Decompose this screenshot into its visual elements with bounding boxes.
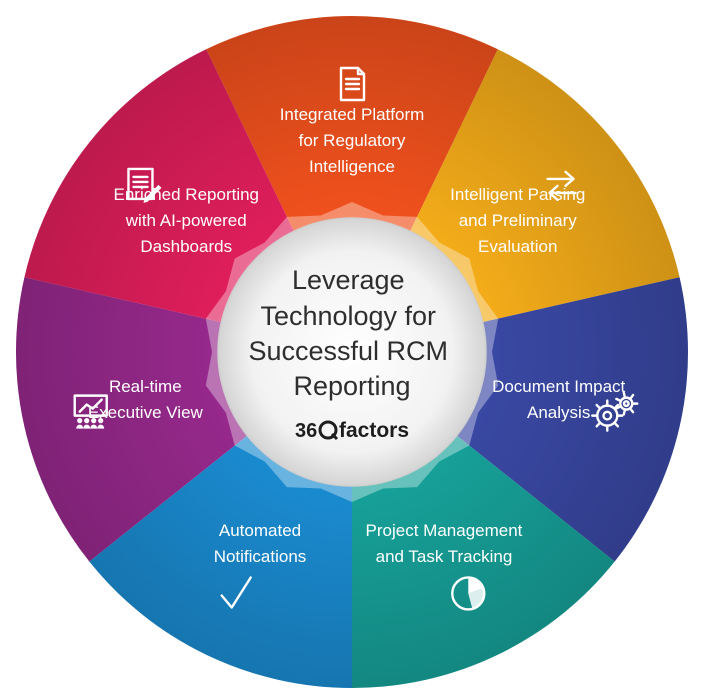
segment-label-line: Executive View (88, 403, 204, 422)
pie-chart-icon (451, 576, 486, 611)
segment-label-line: Intelligence (309, 157, 395, 176)
center-title-line: Leverage (292, 265, 405, 295)
segment-label-line: Document Impact (492, 377, 625, 396)
segment-label-line: and Task Tracking (376, 547, 513, 566)
segment-icons (73, 66, 639, 611)
edit-document-icon (127, 167, 162, 203)
segment-label-line: Dashboards (140, 237, 232, 256)
center-title-line: Technology for (260, 301, 436, 331)
center-title-line: Reporting (293, 371, 410, 401)
center-hub: Leverage Technology for Successful RCM R… (205, 202, 499, 502)
brand-logo: 36 factors (295, 419, 409, 442)
segment-label-line: Integrated Platform (280, 105, 425, 124)
segment-label-line: Analysis (527, 403, 590, 422)
gears-icon (591, 391, 639, 432)
presentation-board-icon (73, 394, 108, 429)
center-title-line: Successful RCM (248, 336, 448, 366)
segment-label-line: and Preliminary (459, 211, 578, 230)
segment-label-line: Intelligent Parsing (450, 185, 585, 204)
segment-label-line: Project Management (366, 521, 523, 540)
brand-word: factors (339, 419, 409, 442)
segment-label-project-management: Project Management and Task Tracking (366, 521, 523, 566)
center-title: Leverage Technology for Successful RCM R… (248, 265, 455, 401)
segment-label-line: with AI-powered (125, 211, 247, 230)
brand-prefix: 36 (295, 420, 317, 442)
segment-label-line: Notifications (214, 547, 307, 566)
swap-arrows-icon (546, 170, 577, 202)
document-icon (339, 66, 366, 102)
brand-q-tail (330, 432, 339, 441)
segment-label-line: Automated (219, 521, 301, 540)
segment-label-line: Evaluation (478, 237, 557, 256)
hub-disc (217, 217, 487, 487)
segment-label-line: for Regulatory (299, 131, 406, 150)
segment-label-line: Real-time (109, 377, 182, 396)
checkmark-icon (220, 576, 252, 609)
brand-q-mark (318, 420, 338, 440)
